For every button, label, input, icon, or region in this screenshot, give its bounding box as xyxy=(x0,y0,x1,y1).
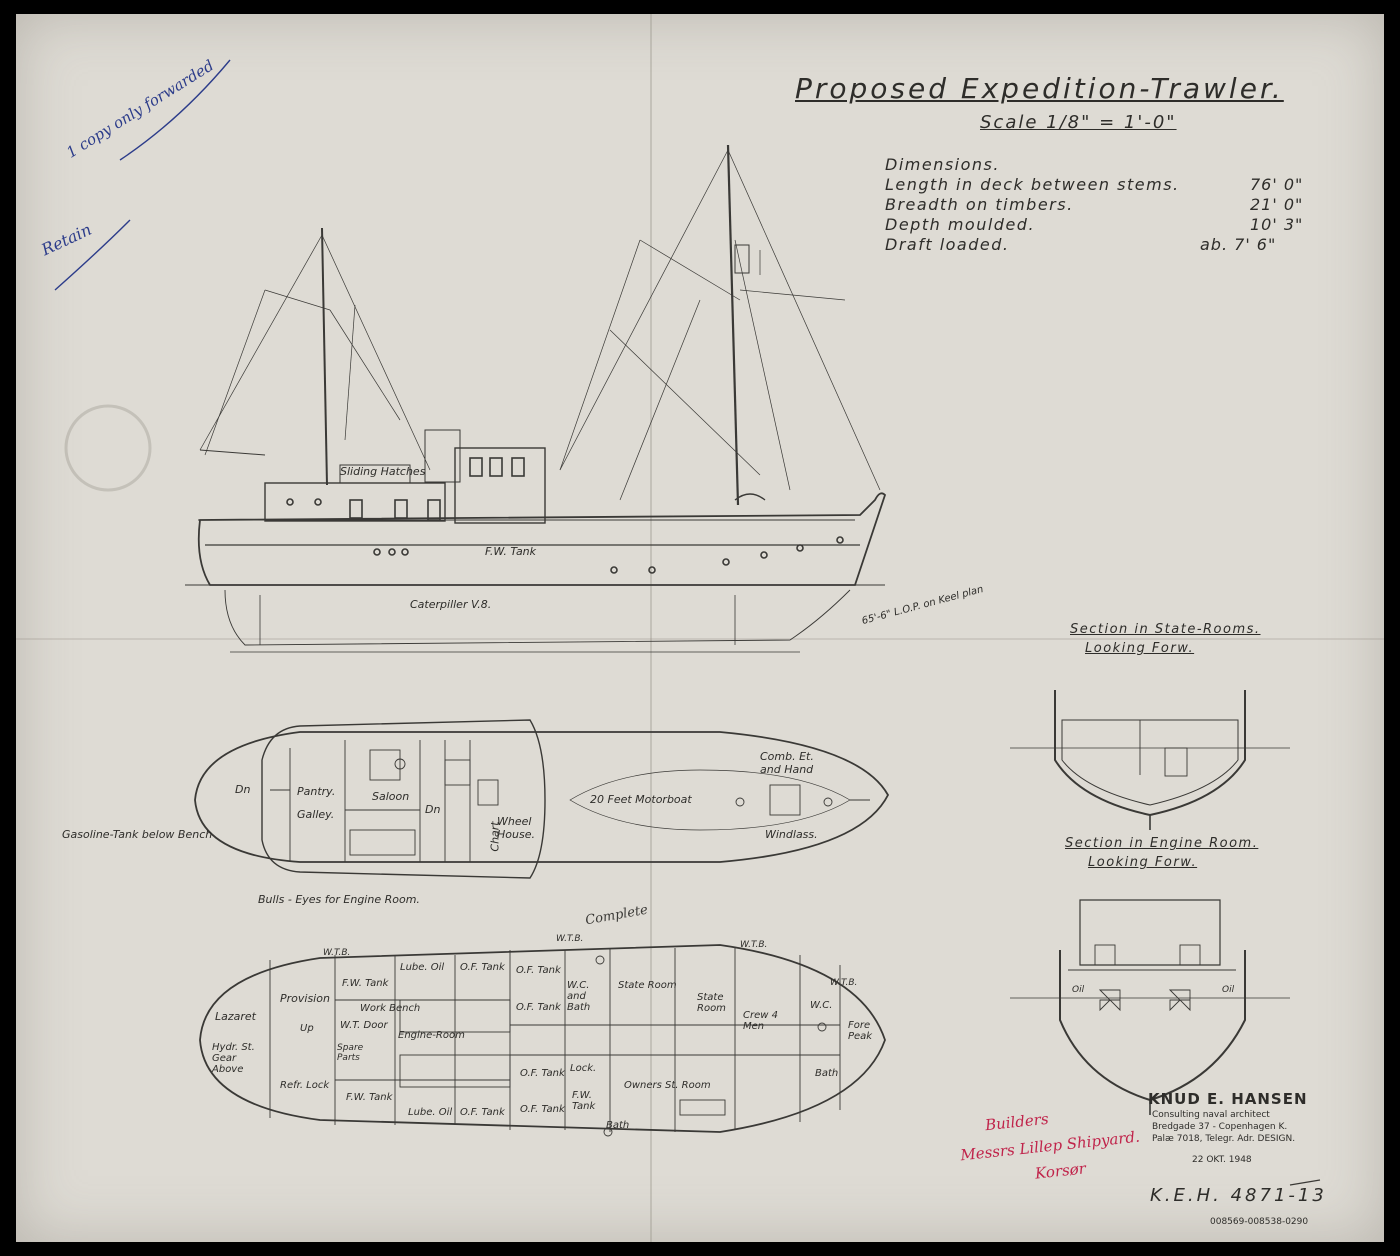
label-state-room: State Room xyxy=(618,980,677,991)
stamp-date: 22 OKT. 1948 xyxy=(1192,1155,1252,1165)
label-galley: Galley. xyxy=(297,808,335,821)
label-wtb: W.T.B. xyxy=(740,940,768,950)
firm-role: Consulting naval architect xyxy=(1152,1110,1270,1120)
label-fw-tank: F.W. Tank xyxy=(342,978,389,989)
dimension-value: 21' 0" xyxy=(1250,195,1304,214)
label-owners-room: Owners St. Room xyxy=(624,1080,711,1091)
serial-number: 008569-008538-0290 xyxy=(1210,1217,1309,1227)
label-lube-oil: Lube. Oil xyxy=(400,962,445,973)
label-of-tank: O.F. Tank xyxy=(516,965,561,976)
fold-line-vertical xyxy=(650,14,652,1242)
dimension-label: Length in deck between stems. xyxy=(885,175,1180,194)
label-dn: Dn xyxy=(425,803,441,816)
drawing-sheet xyxy=(16,14,1384,1242)
label-crew: Crew 4 Men xyxy=(743,1010,778,1032)
label-sliding-hatches: Sliding Hatches xyxy=(340,465,426,478)
label-wheel-house: Wheel House. xyxy=(497,815,535,841)
label-saloon: Saloon xyxy=(372,790,410,803)
label-of-tank: O.F. Tank xyxy=(460,1107,505,1118)
faded-stamp xyxy=(64,404,152,492)
lower-deck-plan xyxy=(199,944,886,1137)
label-wtb: W.T.B. xyxy=(323,948,351,958)
section-title: Section in State-Rooms. xyxy=(1070,622,1261,637)
label-comb-et: Comb. Et. and Hand xyxy=(760,750,814,776)
label-provisions: Provision xyxy=(280,992,330,1005)
label-bath: Bath xyxy=(815,1068,839,1079)
drawing-number: K.E.H. 4871-13 xyxy=(1150,1185,1327,1206)
label-fore-peak: Fore Peak xyxy=(848,1020,873,1042)
label-fw-tank: F.W. Tank xyxy=(485,545,537,558)
label-bulls-eyes: Bulls - Eyes for Engine Room. xyxy=(258,893,420,906)
dimension-label: Depth moulded. xyxy=(885,215,1036,234)
deck-plan xyxy=(194,719,890,879)
dimension-value: 76' 0" xyxy=(1250,175,1304,194)
dimensions-heading: Dimensions. xyxy=(885,155,1000,174)
label-pantry: Pantry. xyxy=(297,785,336,798)
label-gasoline-tank: Gasoline-Tank below Bench xyxy=(62,828,213,841)
dimension-label: Draft loaded. xyxy=(885,235,1010,254)
label-wc: W.C. xyxy=(810,1000,833,1011)
firm-contact: Palæ 7018, Telegr. Adr. DESIGN. xyxy=(1152,1134,1296,1144)
ship-profile xyxy=(185,144,887,653)
label-refr-lock: Refr. Lock xyxy=(280,1080,330,1091)
section-state-rooms xyxy=(1010,690,1290,830)
section-title: Section in Engine Room. xyxy=(1065,836,1259,851)
drawing-scale: Scale 1/8" = 1'-0" xyxy=(980,112,1177,133)
label-fw-tank: F.W. Tank xyxy=(572,1090,596,1112)
label-spare-parts: Spare Parts xyxy=(337,1043,364,1063)
label-wtb: W.T.B. xyxy=(556,934,584,944)
label-windlass: Windlass. xyxy=(765,828,818,841)
label-oil: Oil xyxy=(1222,985,1235,995)
label-wt-door: W.T. Door xyxy=(340,1020,388,1031)
label-motorboat: 20 Feet Motorboat xyxy=(590,793,692,806)
label-state-room: State Room xyxy=(697,992,726,1014)
label-wtb: W.T.B. xyxy=(830,978,858,988)
label-lazaret: Lazaret xyxy=(215,1010,256,1023)
label-bath: Bath xyxy=(606,1120,630,1131)
dimension-value: 10' 3" xyxy=(1250,215,1304,234)
drawing-title: Proposed Expedition-Trawler. xyxy=(795,72,1284,105)
label-oil: Oil xyxy=(1072,985,1085,995)
label-lock: Lock. xyxy=(570,1063,597,1074)
section-engine-room xyxy=(1010,899,1290,1115)
label-up: Up xyxy=(300,1023,314,1034)
firm-address: Bredgade 37 - Copenhagen K. xyxy=(1152,1122,1288,1132)
dimension-label: Breadth on timbers. xyxy=(885,195,1074,214)
label-of-tank: O.F. Tank xyxy=(516,1002,561,1013)
fold-line-horizontal xyxy=(16,638,1384,640)
label-engine: Caterpiller V.8. xyxy=(410,598,492,611)
section-subtitle: Looking Forw. xyxy=(1085,641,1195,656)
label-work-bench: Work Bench xyxy=(360,1003,421,1014)
label-of-tank: O.F. Tank xyxy=(520,1068,565,1079)
firm-name: KNUD E. HANSEN xyxy=(1148,1090,1308,1108)
label-lube-oil: Lube. Oil xyxy=(408,1107,453,1118)
label-fw-tank: F.W. Tank xyxy=(346,1092,393,1103)
label-of-tank: O.F. Tank xyxy=(520,1104,565,1115)
section-subtitle: Looking Forw. xyxy=(1088,855,1198,870)
label-hydr-gear: Hydr. St. Gear Above xyxy=(212,1042,255,1075)
label-of-tank: O.F. Tank xyxy=(460,962,505,973)
pen-strokes xyxy=(54,59,1321,1186)
label-dn: Dn xyxy=(235,783,251,796)
label-engine-room: Engine-Room xyxy=(398,1030,465,1041)
label-wc-bath: W.C. and Bath xyxy=(567,980,591,1013)
dimension-value: ab. 7' 6" xyxy=(1200,235,1277,254)
